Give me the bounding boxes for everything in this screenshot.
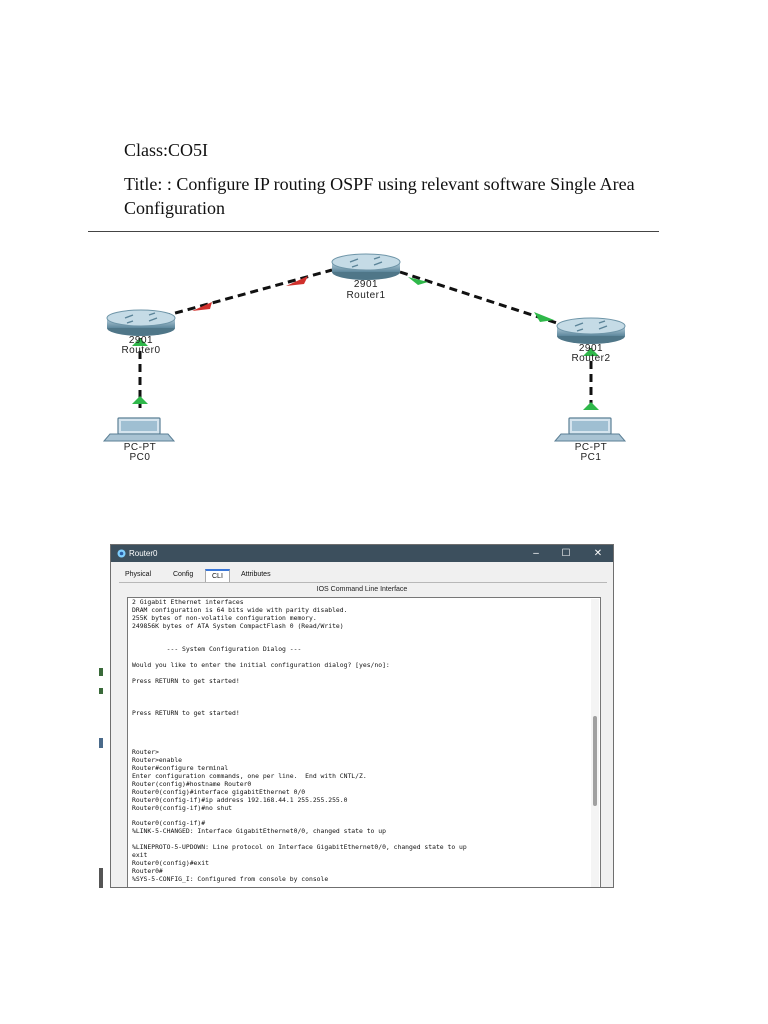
router1-device[interactable]: 2901 Router1 <box>331 253 401 301</box>
console-line: Router(config)#hostname Router0 <box>132 779 252 788</box>
console-line: Router0(config)#interface gigabitEtherne… <box>132 787 306 796</box>
router-arrows-icon <box>349 256 383 268</box>
link-status-up-arrow <box>534 312 554 322</box>
console-line: Router0(config-if)#ip address 192.168.44… <box>132 795 348 804</box>
console-line: Router0(config)#exit <box>132 858 209 867</box>
console-line: 255K bytes of non-volatile configuration… <box>132 613 317 622</box>
console-line <box>132 733 588 741</box>
console-line <box>132 884 588 887</box>
link-router0-router1 <box>149 268 333 322</box>
tab-physical[interactable]: Physical <box>125 571 152 578</box>
console-line <box>132 741 588 749</box>
console-line: --- System Configuration Dialog --- <box>132 645 302 654</box>
router0-config-window[interactable]: Router0 – ☐ ✕ Physical Config CLI Attrib… <box>110 544 614 888</box>
link-status-up-arrow <box>132 396 148 404</box>
maximize-button[interactable]: ☐ <box>561 548 571 559</box>
minimize-button[interactable]: – <box>533 548 539 559</box>
link-router2-pc1 <box>583 348 599 412</box>
link-status-up-arrow <box>583 402 599 410</box>
console-line: Press RETURN to get started! <box>132 708 240 717</box>
console-line: Router0(config-if)# <box>132 819 206 828</box>
router2-device[interactable]: 2901 Router2 <box>556 317 626 364</box>
pc0-name-label: PC0 <box>130 452 151 463</box>
console-line: Router0(config-if)#no shut <box>132 803 233 812</box>
router-arrows-icon <box>124 312 158 324</box>
router0-device[interactable]: 2901 Router0 <box>106 309 176 356</box>
link-status-down-arrow <box>286 276 308 286</box>
router2-name-label: Router2 <box>571 353 610 364</box>
window-titlebar[interactable]: Router0 – ☐ ✕ <box>111 545 613 562</box>
link-status-up-arrow <box>132 338 148 346</box>
class-label: Class:CO5I <box>124 140 209 160</box>
packet-tracer-app-icon <box>117 549 126 558</box>
pc1-device[interactable]: PC-PT PC1 <box>553 417 627 463</box>
console-line: Router0# <box>132 866 163 875</box>
window-title: Router0 <box>129 549 158 558</box>
console-line <box>132 726 588 734</box>
pc1-name-label: PC1 <box>581 452 602 463</box>
divider-line <box>88 231 659 232</box>
router0-model-label: 2901 <box>129 335 153 346</box>
tab-divider <box>119 582 607 583</box>
console-line <box>132 718 588 726</box>
link-router0-pc0 <box>132 338 148 408</box>
console-line <box>132 686 588 694</box>
console-line <box>132 694 588 702</box>
console-line: 249856K bytes of ATA System CompactFlash… <box>132 621 344 630</box>
console-line: %SYS-5-CONFIG_I: Configured from console… <box>132 874 329 883</box>
link-status-up-arrow <box>408 277 428 285</box>
console-line: DRAM configuration is 64 bits wide with … <box>132 605 348 614</box>
router1-model-label: 2901 <box>354 279 378 290</box>
link-status-up-arrow <box>583 348 599 356</box>
tab-config[interactable]: Config <box>173 571 194 578</box>
router2-model-label: 2901 <box>579 343 603 354</box>
document-title: Title: : Configure IP routing OSPF using… <box>124 174 635 218</box>
console-line: Router>enable <box>132 756 183 765</box>
close-button[interactable]: ✕ <box>593 548 603 559</box>
console-scrollbar-thumb[interactable] <box>593 716 597 806</box>
console-line: Router#configure terminal <box>132 764 229 773</box>
link-router1-router2 <box>399 270 567 328</box>
router1-name-label: Router1 <box>346 290 385 301</box>
console-line: %LINK-5-CHANGED: Interface GigabitEthern… <box>132 827 386 836</box>
router-arrows-icon <box>574 320 608 332</box>
console-line: Router> <box>132 748 159 757</box>
console-line: Enter configuration commands, one per li… <box>132 771 367 780</box>
console-line: exit <box>132 851 148 859</box>
pc0-device[interactable]: PC-PT PC0 <box>102 417 176 463</box>
cli-heading: IOS Command Line Interface <box>316 586 408 593</box>
console-line <box>132 631 588 639</box>
tab-cli[interactable]: CLI <box>205 569 230 583</box>
tab-attributes[interactable]: Attributes <box>241 571 271 578</box>
router0-name-label: Router0 <box>121 345 160 356</box>
console-line: Press RETURN to get started! <box>132 677 240 686</box>
link-status-down-arrow <box>192 302 212 311</box>
page-edge-marks <box>99 668 103 888</box>
console-line: Would you like to enter the initial conf… <box>132 661 390 670</box>
console-line: %LINEPROTO-5-UPDOWN: Line protocol on In… <box>132 843 467 852</box>
network-topology-diagram: 2901 Router1 2901 Router0 2901 Router2 P… <box>102 253 627 463</box>
pc0-type-label: PC-PT <box>124 442 157 453</box>
pc1-type-label: PC-PT <box>575 442 608 453</box>
console-line: 2 Gigabit Ethernet interfaces <box>132 598 244 606</box>
